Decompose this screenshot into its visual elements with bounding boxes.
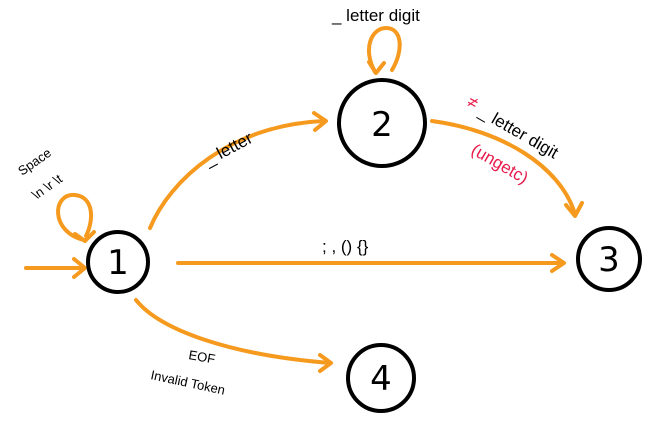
node-3-label: 3 [598, 240, 620, 280]
self-loop-1 [56, 193, 94, 242]
node-4-circle [346, 343, 416, 413]
edge-1-3-label: ; , () {} [322, 237, 369, 256]
self-loop-2-label: _ letter digit [331, 6, 420, 25]
edge-2-3-ungetc-note: (ungetc) [468, 140, 532, 188]
nodes: 1 2 3 4 [86, 78, 642, 413]
node-1-label: 1 [107, 243, 129, 283]
self-loop-1-label-whitespace: \n \r \t [29, 171, 65, 203]
node-3: 3 [576, 226, 642, 292]
edge-labels: Space \n \r \t _ letter _ letter digit ≠… [15, 6, 562, 398]
node-1-circle [86, 230, 150, 294]
self-loop-2-head [367, 60, 386, 75]
node-2-label: 2 [371, 105, 393, 145]
node-4: 4 [346, 343, 416, 413]
edge-2-3-head [564, 201, 584, 218]
self-loop-2 [367, 26, 402, 74]
self-loop-1-label-space: Space [15, 145, 54, 178]
edge-1-4-label-invalid-token: Invalid Token [149, 367, 226, 397]
edge-2-3 [430, 119, 577, 216]
node-4-label: 4 [370, 359, 392, 399]
node-1: 1 [86, 230, 150, 294]
edges [24, 26, 584, 373]
edge-1-2 [148, 119, 326, 230]
edge-1-4-label-eof: EOF [187, 347, 216, 366]
edge-2-3-neq-symbol: ≠ [464, 92, 482, 113]
edge-1-3-head [550, 253, 566, 273]
node-3-circle [576, 226, 642, 292]
node-2: 2 [337, 78, 427, 168]
start-arrow-head [72, 257, 87, 279]
self-loop-1-head [73, 230, 96, 243]
edge-1-2-head [312, 111, 328, 132]
edge-1-4 [134, 298, 332, 365]
edge-1-2-label: _ letter [200, 128, 256, 170]
edge-1-4-head [318, 353, 333, 373]
node-2-circle [337, 78, 427, 168]
